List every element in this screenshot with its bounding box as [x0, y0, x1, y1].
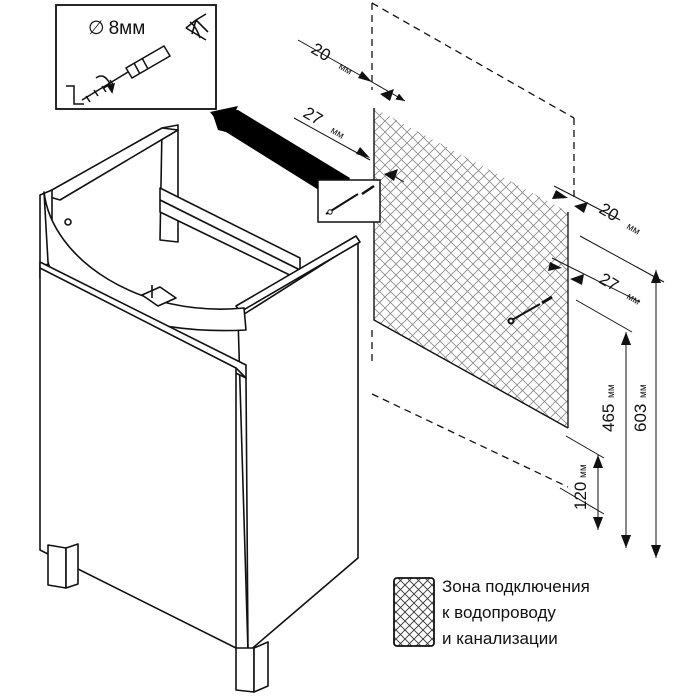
dim-label-right-27: 27 мм [596, 269, 642, 308]
legend-line-1: Зона подключения [442, 577, 590, 596]
svg-text:мм: мм [638, 384, 649, 398]
wall-outline [371, 2, 575, 488]
svg-text:20: 20 [596, 199, 622, 225]
diameter-value: 8мм [109, 18, 146, 39]
wall-fixing-screw-right [507, 295, 553, 325]
dim-label-603: 603 мм [631, 384, 650, 432]
vertical-dimensions [559, 235, 665, 558]
svg-text:мм: мм [328, 125, 346, 142]
legend-line-3: и канализации [442, 629, 558, 648]
cabinet-leg-front-right [235, 647, 255, 693]
svg-text:465: 465 [599, 404, 618, 432]
dim-label-right-20: 20 мм [596, 199, 642, 238]
svg-text:20: 20 [308, 39, 334, 65]
dim-label-top-27: 27 мм [300, 103, 346, 142]
dim-label-465: 465 мм [599, 384, 618, 432]
legend-swatch [393, 577, 435, 647]
legend: Зона подключения к водопроводу и канализ… [393, 577, 590, 648]
drill-bit-icon [185, 13, 209, 41]
svg-text:мм: мм [624, 221, 642, 238]
legend-line-2: к водопроводу [442, 603, 556, 622]
cabinet-leg-front-left [47, 544, 67, 589]
vanity-cabinet [39, 124, 361, 693]
svg-text:мм: мм [578, 464, 589, 478]
diameter-symbol: ∅ [88, 18, 105, 39]
fixing-detail-box [317, 179, 381, 223]
svg-text:мм: мм [624, 291, 642, 308]
dim-label-120: 120 мм [571, 464, 590, 510]
svg-text:мм: мм [606, 384, 617, 398]
pointer-arrow-icon [212, 110, 350, 202]
cabinet-rear-rail [159, 187, 301, 271]
svg-text:603: 603 [631, 404, 650, 432]
svg-text:27: 27 [300, 103, 326, 129]
hardware-inset: ∅8мм [55, 4, 217, 110]
hole-diameter-label: ∅8мм [88, 18, 145, 39]
svg-text:120: 120 [571, 482, 590, 510]
screw-icon [66, 71, 129, 105]
dowel-icon [124, 44, 172, 80]
connection-zone [373, 108, 569, 429]
cabinet-back-panel [159, 124, 179, 243]
